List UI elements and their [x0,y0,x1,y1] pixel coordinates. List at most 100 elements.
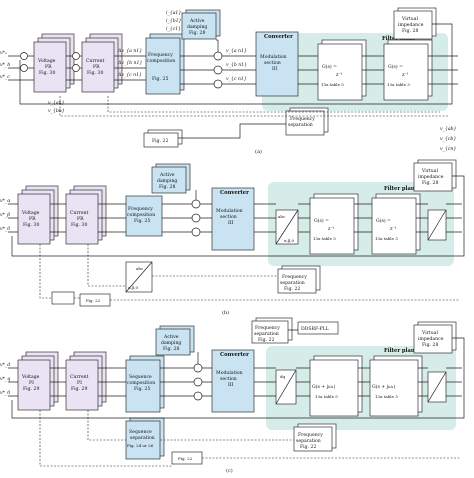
voltage-sub-a: PR [45,64,52,70]
seq-comp-ref-c: Fig. 25 [134,386,150,392]
wire-a-row3 [8,79,458,85]
sig-a-vbn: v_{bn} [48,108,65,114]
filter1-eq-c: G(s + jω₁) [312,383,336,390]
sum-junction-c2 [193,377,203,387]
voltage-ref-b: Fig. 30 [23,222,39,228]
ddsrf-pll-block-c [297,321,339,335]
wire-b-dashed [39,244,460,301]
virtual-impedance-block-c [413,324,453,354]
freq-sep-title-b: Frequency [282,274,307,280]
active-damping-block-a [181,12,217,40]
filter2-block-b [371,197,417,255]
virtual-ref-a: Fig. 28 [402,28,418,34]
sum-junction-c1 [193,363,203,373]
filter2-eq-c: G(s + jω₁) [372,383,396,390]
wire-c-feedback [11,329,465,419]
filter1-eq-a: G(s) = [322,63,337,70]
sig-a-vcn: v_{cn} [440,146,456,152]
filter1-eq-b: G(s) = [314,217,329,224]
sum-junction-b3 [191,227,201,237]
wire-a-row2 [8,67,458,71]
sig-a-ic: i_{c1} [166,26,181,32]
modulation-title-a: Modulation [260,54,287,60]
filter2-block-c [369,359,419,417]
panel-b: Filter plant Converter Modulation sectio… [0,159,465,316]
converter-label-b: Converter [220,190,249,196]
sum-junction-c3 [193,391,203,401]
panel-label-c: (c) [226,467,233,474]
wire-a-feedback [19,23,453,105]
modulation-ref-a: III [272,66,278,72]
active-damping-sub-c: damping [161,340,181,346]
sig-a-ib: i_{b1} [166,18,182,24]
filter1-ref-a: 13a table 5 [321,82,344,87]
sig-a-van: v_{an} [48,100,65,106]
seq-comp-title-c: Sequence [129,374,152,380]
virtual-sub-c: impedance [418,336,444,342]
filter-plant-label-b: Filter plant [384,186,418,192]
filter2-eq-a: G(s) = [388,63,403,70]
virtual-title-b: Virtual [421,168,438,174]
converter-label-a: Converter [264,34,293,40]
active-damping-sub-a: damping [187,24,207,30]
wire-a-sep [178,123,286,139]
modulation-ref-c: III [228,382,234,388]
current-sub-c: PI [77,380,82,386]
freq-comp-block-b [125,195,163,237]
sum-junction-b1 [191,199,201,209]
wire-c-dashed [39,410,460,467]
current-ref-a: Fig. 30 [87,70,103,76]
sig-a-van1: v_{a n1} [226,48,247,54]
sig-a-vcb: v_{cb} [440,136,456,142]
filter1-ref-b: 13a table 5 [313,236,336,241]
virtual-ref-c: Fig. 28 [422,342,438,348]
freq-sep-title-c: Frequency [298,432,323,438]
sig-a-dvc: Δv_{c n1} [117,72,142,78]
input-b-alpha: v*_α [0,198,11,204]
modulation-block-b [211,187,255,251]
panel-label-a: (a) [255,148,262,155]
active-damping-title-a: Active [189,18,205,24]
active-damping-title-b: Active [159,172,175,178]
sig-a-dva: Δv_{a n1} [117,48,142,54]
voltage-ref-c: Fig. 29 [23,386,39,392]
abc-left-label-b: abc [278,214,286,219]
freq-sep-top-block-c [251,320,289,344]
freq-comp-sub-a: composition [147,58,175,64]
modulation-sub-a: section [264,60,281,66]
input-b-beta: v*_β [0,212,10,218]
voltage-pr-block-b [17,193,51,245]
filter1-ref-c: 13a table 5 [315,394,338,399]
active-damping-block-b [151,166,187,194]
sig-a-dvb: Δv_{b n1} [117,60,142,66]
active-damping-block-c [155,328,191,356]
sum-input-a1 [20,52,28,60]
sum-mid-a2 [72,64,80,72]
filter2-ref-c: 13a table 3 [375,394,398,399]
current-pr-block-a [81,41,115,93]
voltage-title-a: Voltage [37,58,56,64]
freq-sep-block-b [277,268,317,294]
virtual-sub-b: impedance [418,174,444,180]
freq-sep-top-ref-c: Fig. 22 [258,337,274,343]
filter1-block-c [309,359,359,417]
seq-comp-sub-c: composition [127,380,155,386]
virtual-impedance-block-a [393,10,433,40]
freq-sep-ref-c: Fig. 22 [300,444,316,450]
freq-comp-sub-b: composition [127,212,155,218]
abc-diag-b [275,209,299,245]
dq-left-diag-c [275,369,297,405]
filter2-ref-a: 13a table 3 [387,82,410,87]
active-damping-sub-b: damping [157,178,177,184]
sig-a-ia: i_{a1} [166,10,181,16]
voltage-sub-c: PI [29,380,34,386]
abc-bottom-label-b: abc [136,266,144,271]
active-damping-title-c: Active [163,334,179,340]
freq-sep-top-title-c: Frequency [255,325,280,331]
bottom-fig-ref-b: Fig. 22 [86,298,101,303]
freq-sep-title-a: Frequency [290,116,315,122]
freq-sep-sub-c: separation [296,438,321,444]
virtual-title-c: Virtual [421,330,438,336]
bottom-fig-block-a [143,132,179,148]
